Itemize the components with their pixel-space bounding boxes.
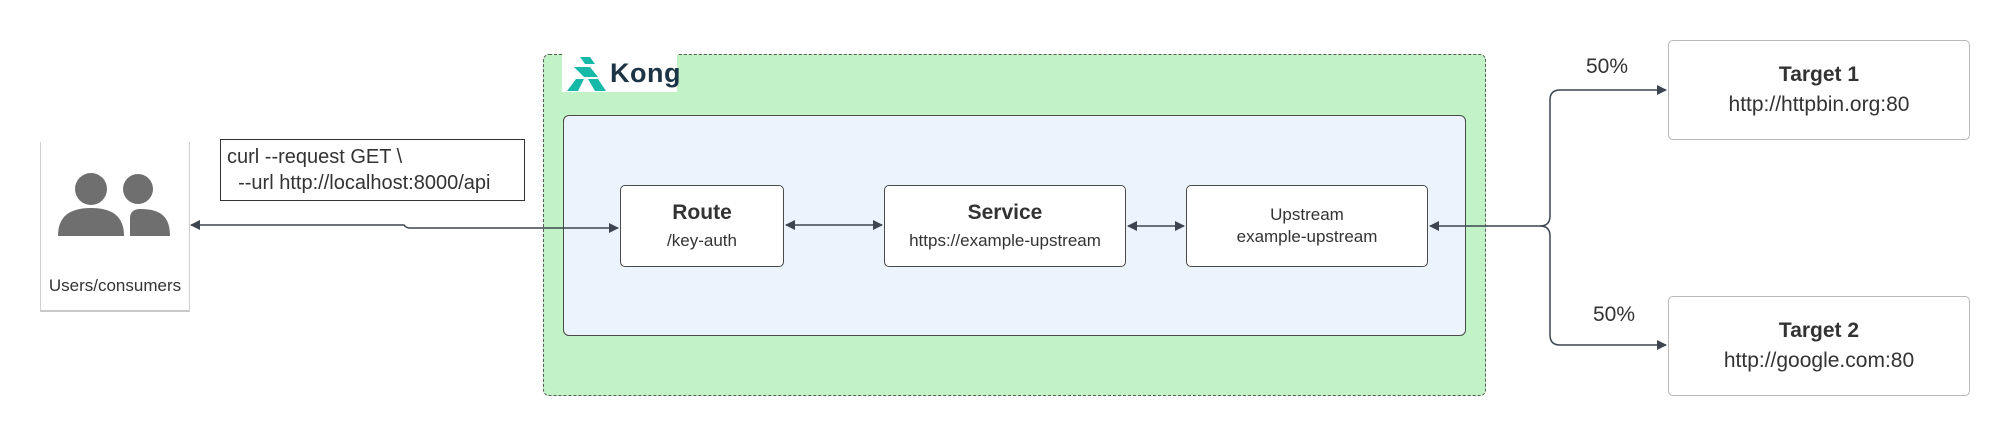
target-1-url: http://httpbin.org:80 — [1728, 93, 1910, 116]
target-2-title: Target 2 — [1778, 319, 1860, 342]
upstream-split-connector — [1429, 85, 1667, 231]
split-target2-connector — [1539, 225, 1667, 350]
route-node: Route /key-auth — [620, 185, 784, 267]
service-title: Service — [967, 201, 1043, 224]
users-route-connector — [190, 220, 619, 233]
curl-command-box: curl --request GET \ --url http://localh… — [220, 139, 525, 201]
target-2-weight: 50% — [1593, 303, 1636, 326]
route-path: /key-auth — [667, 231, 737, 250]
users-icon — [58, 173, 170, 236]
curl-line-2: --url http://localhost:8000/api — [227, 172, 491, 194]
target-2-url: http://google.com:80 — [1723, 349, 1915, 372]
upstream-title: Upstream — [1270, 205, 1344, 224]
curl-line-1: curl --request GET \ — [227, 146, 403, 168]
kong-logo-text: Kong — [610, 58, 681, 88]
target-1-weight: 50% — [1586, 55, 1629, 78]
kong-logo-icon — [567, 57, 606, 91]
users-label: Users/consumers — [48, 276, 182, 295]
target-1-node: Target 1 http://httpbin.org:80 — [1668, 40, 1970, 140]
route-title: Route — [672, 201, 732, 224]
upstream-name: example-upstream — [1236, 227, 1378, 246]
target-2-node: Target 2 http://google.com:80 — [1668, 296, 1970, 396]
service-url: https://example-upstream — [909, 231, 1101, 250]
target-1-title: Target 1 — [1778, 63, 1860, 86]
service-node: Service https://example-upstream — [884, 185, 1126, 267]
upstream-node: Upstream example-upstream — [1186, 185, 1428, 267]
